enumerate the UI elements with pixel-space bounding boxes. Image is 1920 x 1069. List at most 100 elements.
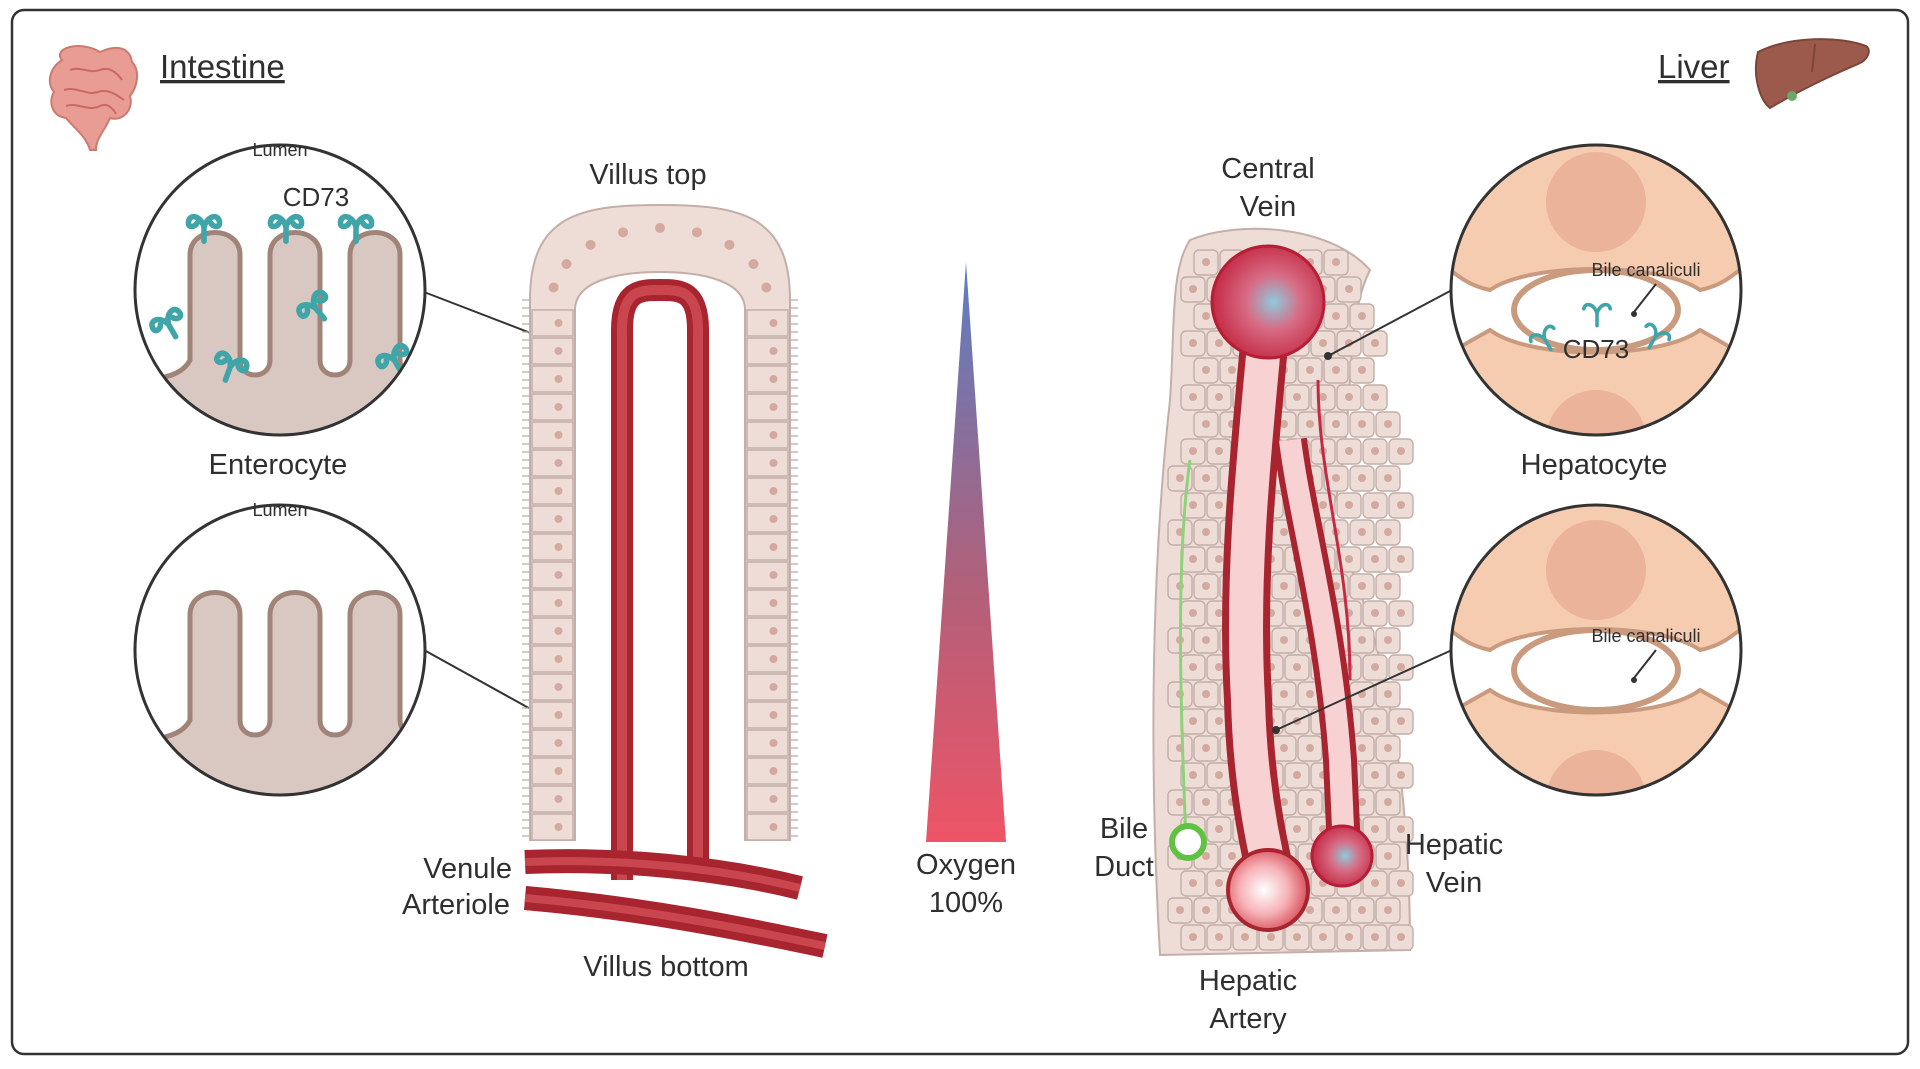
enterocyte-cell (746, 757, 789, 785)
cell-nucleus (691, 227, 702, 238)
cell-nucleus (1397, 717, 1405, 725)
cell-nucleus (1332, 906, 1340, 914)
cell-nucleus (1202, 636, 1210, 644)
cell-nucleus (1215, 933, 1223, 941)
cell-nucleus (769, 515, 778, 523)
bile-duct-label-2: Duct (1094, 851, 1154, 883)
cell-nucleus (769, 319, 778, 327)
cell-nucleus (1332, 312, 1340, 320)
enterocyte-cell (531, 813, 574, 841)
cell-nucleus (1358, 798, 1366, 806)
cell-nucleus (1215, 771, 1223, 779)
cell-nucleus (1345, 447, 1353, 455)
cell-nucleus (769, 599, 778, 607)
villus-top-label: Villus top (589, 159, 706, 191)
cell-nucleus (1215, 717, 1223, 725)
zoom-pointer-line (1327, 289, 1453, 357)
cell-nucleus (554, 767, 563, 775)
enterocyte-cell (746, 729, 789, 757)
cell-nucleus (1267, 933, 1275, 941)
cell-nucleus (1189, 447, 1197, 455)
cell-nucleus (1306, 420, 1314, 428)
cell-nucleus (1319, 933, 1327, 941)
cell-nucleus (1384, 798, 1392, 806)
canaliculi-pointer (1633, 283, 1657, 313)
cell-nucleus (1215, 555, 1223, 563)
cell-nucleus (1280, 636, 1288, 644)
zoom-pointer-dot (1272, 726, 1280, 734)
cell-nucleus (1384, 420, 1392, 428)
villus-microvilli (522, 299, 798, 837)
cell-nucleus (1371, 393, 1379, 401)
lumen-label-bottom: Lumen (252, 500, 307, 520)
cell-nucleus (554, 823, 563, 831)
cell-nucleus (1332, 420, 1340, 428)
cell-nucleus (554, 347, 563, 355)
cell-nucleus (748, 259, 759, 269)
enterocyte-cell (746, 309, 789, 337)
cell-nucleus (1358, 528, 1366, 536)
enterocyte-cell (746, 393, 789, 421)
cell-nucleus (769, 543, 778, 551)
cell-nucleus (554, 403, 563, 411)
cell-nucleus (1202, 798, 1210, 806)
enterocyte-cell (531, 393, 574, 421)
cell-nucleus (1384, 852, 1392, 860)
cell-nucleus (1371, 609, 1379, 617)
capillary-lumen (617, 284, 703, 880)
cell-nucleus (1384, 906, 1392, 914)
cell-nucleus (1384, 744, 1392, 752)
enterocyte-cell (531, 757, 574, 785)
cd73-label-liver: CD73 (1563, 334, 1629, 364)
cell-nucleus (1306, 366, 1314, 374)
cell-nucleus (769, 487, 778, 495)
hepatic-artery-label-1: Hepatic (1199, 965, 1297, 997)
cell-nucleus (769, 403, 778, 411)
cell-nucleus (554, 375, 563, 383)
hepatic-vein-label-1: Hepatic (1405, 829, 1503, 861)
cell-nucleus (1215, 609, 1223, 617)
cd73-label-intestine: CD73 (283, 182, 349, 212)
enterocyte-cell (746, 589, 789, 617)
cell-nucleus (1189, 771, 1197, 779)
cell-nucleus (561, 259, 572, 269)
enterocyte-cell (746, 673, 789, 701)
cell-nucleus (769, 347, 778, 355)
cell-nucleus (618, 227, 629, 238)
cell-nucleus (1176, 798, 1184, 806)
hepatic-vein-branch-lumen (1279, 438, 1355, 851)
cell-nucleus (769, 823, 778, 831)
enterocyte-cell (746, 337, 789, 365)
enterocyte-label: Enterocyte (209, 449, 348, 481)
cell-nucleus (554, 431, 563, 439)
cell-nucleus (1397, 771, 1405, 779)
cell-nucleus (1293, 663, 1301, 671)
cell-nucleus (1215, 339, 1223, 347)
cell-nucleus (1345, 555, 1353, 563)
cell-nucleus (1358, 744, 1366, 752)
cell-nucleus (1189, 717, 1197, 725)
enterocyte-cell (746, 645, 789, 673)
cell-nucleus (1332, 258, 1340, 266)
enterocyte-cell (531, 309, 574, 337)
cell-nucleus (1397, 663, 1405, 671)
cell-nucleus (554, 683, 563, 691)
enterocyte-cell (531, 365, 574, 393)
cell-nucleus (1202, 852, 1210, 860)
enterocyte-cell (531, 645, 574, 673)
cell-nucleus (1306, 798, 1314, 806)
cell-nucleus (1202, 366, 1210, 374)
cell-nucleus (1293, 933, 1301, 941)
cell-nucleus (769, 431, 778, 439)
enterocyte-cell (531, 421, 574, 449)
cell-nucleus (1397, 825, 1405, 833)
cell-nucleus (1345, 393, 1353, 401)
oxygen-gradient-triangle (926, 262, 1006, 842)
cell-nucleus (724, 239, 735, 250)
bile-canaliculi-label-bottom: Bile canaliculi (1591, 626, 1700, 646)
zoom-pointer-dot (1324, 352, 1332, 360)
cell-nucleus (1241, 933, 1249, 941)
cell-nucleus (1371, 771, 1379, 779)
